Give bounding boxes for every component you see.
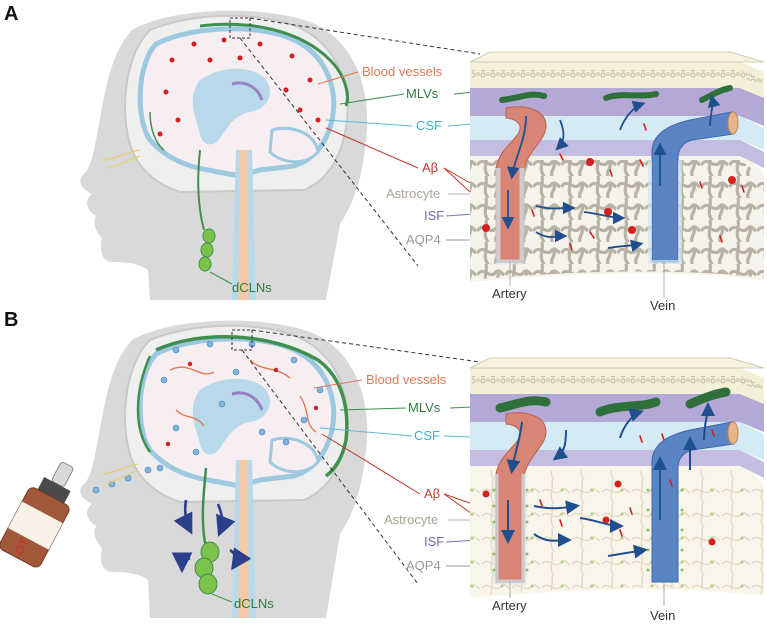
lymph-vessel bbox=[197, 149, 205, 231]
label-vein: Vein bbox=[650, 608, 675, 623]
spray-cap bbox=[37, 477, 71, 504]
aqp4-dots bbox=[492, 488, 684, 572]
cerebellum bbox=[268, 126, 320, 164]
panel-a: A bbox=[4, 3, 765, 313]
choroid-plexus bbox=[231, 391, 264, 411]
panel-letter-b: B bbox=[4, 309, 18, 331]
mlv-line bbox=[155, 334, 349, 478]
brain-vessels bbox=[169, 359, 317, 433]
vein-sheath bbox=[648, 160, 682, 264]
panel-b: B bbox=[0, 309, 765, 623]
vein-end bbox=[727, 421, 739, 445]
bone-texture bbox=[472, 376, 762, 390]
dclns-nodes bbox=[198, 228, 216, 272]
abeta-fragments bbox=[531, 123, 745, 251]
label-artery: Artery bbox=[492, 286, 527, 301]
label-mlvs: MLVs bbox=[406, 86, 439, 101]
label-blood-vessels: Blood vessels bbox=[366, 372, 447, 387]
label-csf: CSF bbox=[414, 428, 440, 443]
csf-tracer-dots bbox=[92, 340, 324, 494]
drainage-arrows bbox=[171, 499, 252, 574]
mlv-tube bbox=[499, 91, 547, 103]
label-blood-vessels: Blood vessels bbox=[362, 64, 443, 79]
zoom-line-top bbox=[249, 17, 481, 55]
olfactory-lymph bbox=[149, 111, 165, 151]
label-dclns: dCLNs bbox=[232, 280, 272, 295]
vein-end bbox=[727, 111, 739, 135]
abeta-plaques bbox=[482, 480, 716, 546]
cerebellum bbox=[268, 436, 320, 474]
mlv-tube bbox=[685, 387, 731, 409]
mlv-line-front bbox=[136, 355, 152, 453]
nasal-spray-bottle bbox=[0, 461, 74, 568]
label-aqp4: AQP4 bbox=[406, 232, 441, 247]
bone-texture bbox=[472, 70, 762, 84]
spinal-cord-core bbox=[238, 460, 249, 618]
astrocyte-network bbox=[470, 470, 764, 596]
mlv-tube bbox=[595, 397, 661, 417]
spinal-cord-core bbox=[238, 150, 249, 300]
mlv-tube bbox=[495, 396, 551, 413]
label-artery: Artery bbox=[492, 598, 527, 613]
choroid-plexus bbox=[231, 81, 264, 101]
pia-layer bbox=[470, 140, 764, 168]
label-astrocyte: Astrocyte bbox=[386, 186, 440, 201]
label-isf: ISF bbox=[424, 534, 444, 549]
abeta-plaques bbox=[482, 158, 736, 234]
brain-abeta-dots bbox=[157, 37, 321, 137]
tissue-block-a: Artery Vein bbox=[469, 51, 765, 313]
label-mlvs: MLVs bbox=[408, 400, 441, 415]
label-csf: CSF bbox=[416, 118, 442, 133]
scalp-layer bbox=[469, 357, 765, 369]
mlv-tube bbox=[699, 85, 733, 103]
olfactory-nerve bbox=[103, 463, 139, 485]
mlv-tube bbox=[603, 91, 659, 101]
zoom-line-top bbox=[251, 329, 481, 363]
label-abeta: Aβ bbox=[424, 486, 440, 501]
label-vein: Vein bbox=[650, 298, 675, 313]
lymph-vessel bbox=[201, 467, 208, 549]
label-aqp4: AQP4 bbox=[406, 558, 441, 573]
dclns-nodes bbox=[194, 541, 220, 595]
panel-letter-a: A bbox=[4, 3, 18, 25]
spray-label bbox=[8, 501, 63, 550]
mlv-line bbox=[199, 22, 349, 107]
brain-abeta-dots bbox=[165, 361, 319, 447]
flow-arrows-a bbox=[501, 94, 721, 252]
label-dclns: dCLNs bbox=[234, 596, 274, 611]
label-abeta: Aβ bbox=[422, 160, 438, 175]
flow-arrows-b bbox=[501, 402, 715, 559]
zoom-line-bottom bbox=[239, 37, 419, 267]
scalp-layer bbox=[469, 51, 765, 63]
label-isf: ISF bbox=[424, 208, 444, 223]
label-astrocyte: Astrocyte bbox=[384, 512, 438, 527]
tissue-block-b: Artery Vein bbox=[469, 357, 765, 623]
olfactory-nerve bbox=[103, 149, 141, 169]
